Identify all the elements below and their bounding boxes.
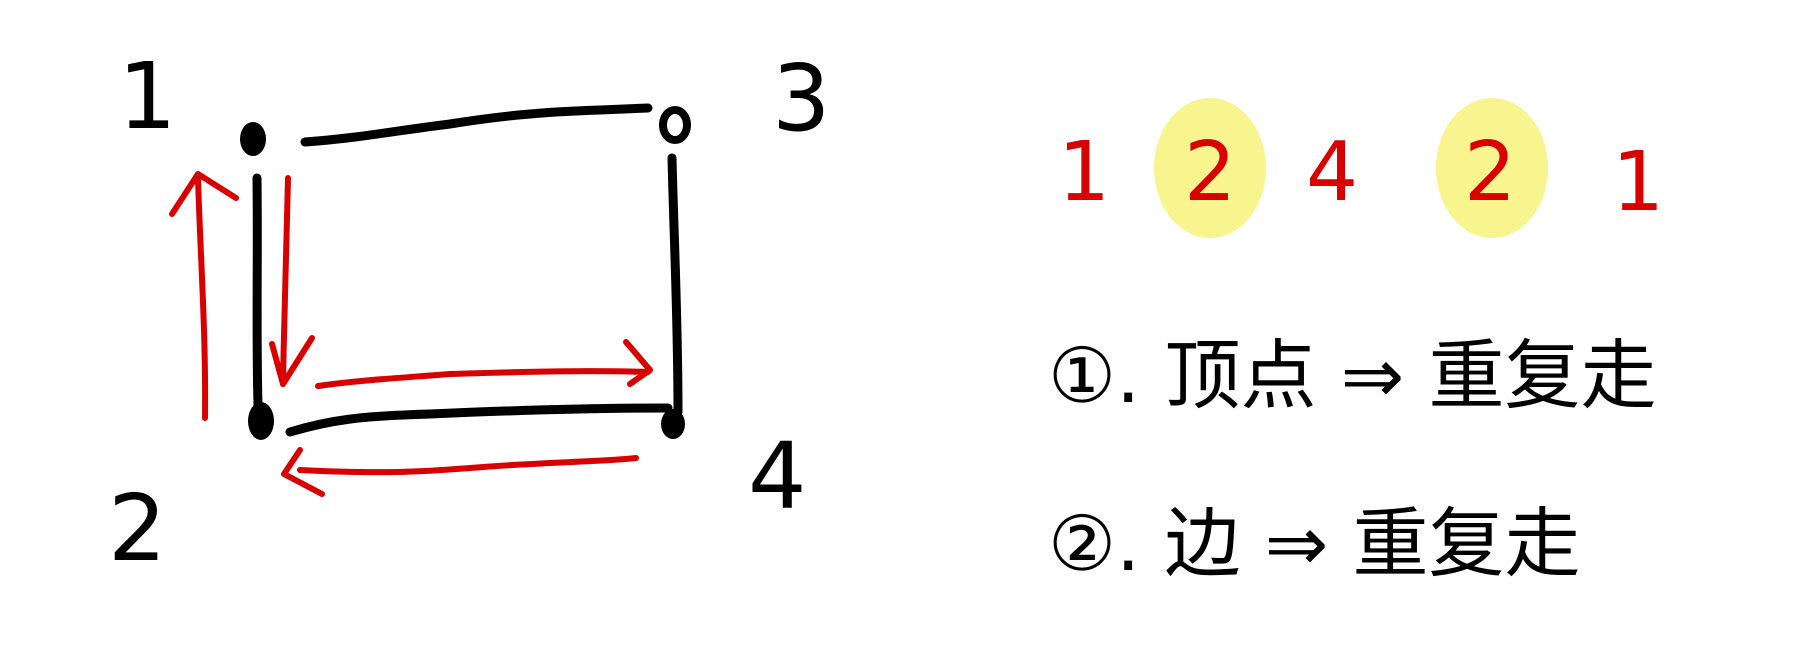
vertex-1-dot <box>240 122 266 156</box>
vertex-label-4: 4 <box>748 423 807 530</box>
note-line-edge: ②. 边 ⇒ 重复走 <box>1048 499 1580 588</box>
sequence-item-4: 2 <box>1464 125 1516 220</box>
traversal-path <box>169 171 653 497</box>
sequence-item-5: 1 <box>1612 135 1664 230</box>
arrow-1-to-2 <box>280 175 291 387</box>
sequence-item-2: 2 <box>1184 125 1236 220</box>
edge-3-4 <box>667 153 683 417</box>
arrowhead-1-to-2-icon <box>269 335 315 387</box>
graph: 1 3 2 4 <box>108 43 831 582</box>
vertex-label-1: 1 <box>118 43 177 150</box>
highlight-2-first <box>1154 98 1266 238</box>
sequence-item-3: 4 <box>1306 125 1358 220</box>
arrow-4-to-2 <box>297 455 639 476</box>
note-line-vertex: ①. 顶点 ⇒ 重复走 <box>1048 331 1656 420</box>
vertex-3-dot <box>659 106 691 144</box>
arrow-2-to-4 <box>315 368 651 389</box>
vertex-label-2: 2 <box>108 475 167 582</box>
arrowhead-2-to-4-icon <box>623 339 653 387</box>
vertex-sequence: 1 2 4 2 1 <box>1058 98 1664 238</box>
edge-1-3 <box>300 103 653 147</box>
arrowhead-4-to-2-icon <box>281 447 325 497</box>
arrowhead-2-to-1-icon <box>169 171 239 217</box>
vertex-2-dot <box>248 402 274 440</box>
notes: ①. 顶点 ⇒ 重复走 ②. 边 ⇒ 重复走 <box>1048 331 1656 588</box>
edge-1-2 <box>252 173 263 410</box>
sequence-item-1: 1 <box>1058 125 1110 220</box>
edge-2-4 <box>285 403 673 437</box>
vertex-4-dot <box>661 409 685 439</box>
arrow-2-to-1 <box>195 175 209 421</box>
highlight-2-second <box>1436 98 1548 238</box>
vertex-label-3: 3 <box>772 45 831 152</box>
